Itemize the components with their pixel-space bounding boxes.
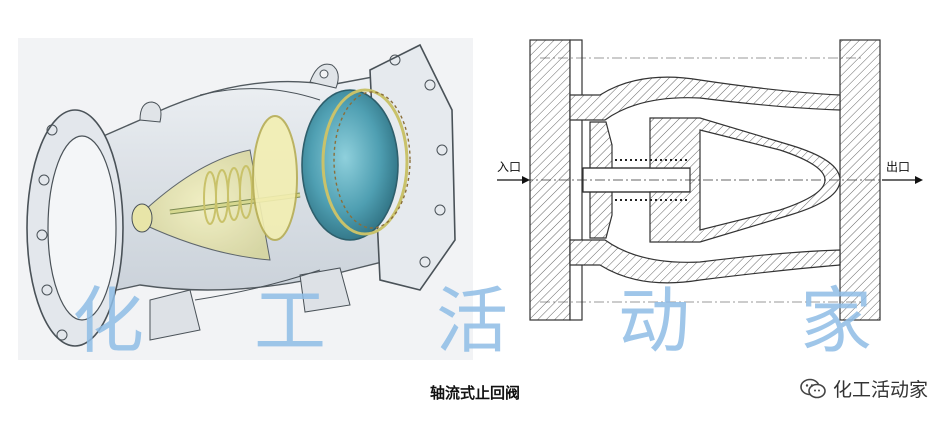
valve-disc (301, 88, 411, 241)
outlet-label: 出口 (886, 160, 911, 174)
spring (203, 165, 253, 225)
inlet-label: 入口 (497, 160, 522, 174)
valve-cross-section (497, 39, 923, 321)
figure-caption: 轴流式止回阀 (429, 384, 520, 402)
brand-name: 化工活动家 (832, 379, 928, 401)
brand: 化工活动家 (799, 375, 928, 402)
outlet-arrow (882, 176, 923, 184)
wechat-icon (800, 378, 826, 398)
valve-3d-render (18, 38, 473, 360)
left-flange (26, 109, 124, 347)
inlet-arrow (497, 176, 530, 184)
